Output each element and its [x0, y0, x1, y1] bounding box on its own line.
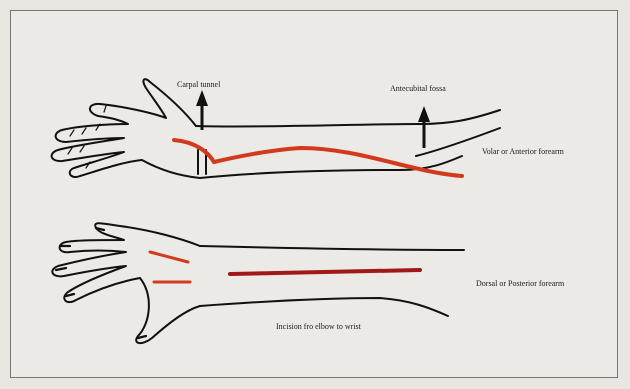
antecubital-fossa-label: Antecubital fossa: [390, 84, 446, 93]
arrow-up-icon: [418, 106, 430, 148]
volar-forearm-bottom: [200, 156, 462, 178]
volar-forearm-top: [196, 110, 500, 127]
dorsal-incision-line: [230, 270, 420, 274]
volar-hand-outline: [52, 79, 200, 178]
incision-label: Incision fro elbow to wrist: [276, 322, 361, 331]
dorsal-forearm-top: [200, 246, 464, 250]
fingernails: [56, 228, 146, 338]
carpal-tunnel-label: Carpal tunnel: [177, 80, 220, 89]
dorsal-incision-short-upper: [150, 252, 188, 262]
volar-forearm-label: Volar or Anterior forearm: [482, 147, 564, 156]
dorsal-forearm-label: Dorsal or Posterior forearm: [476, 279, 564, 288]
dorsal-forearm-bottom: [200, 298, 448, 316]
arrow-up-icon: [196, 90, 208, 130]
